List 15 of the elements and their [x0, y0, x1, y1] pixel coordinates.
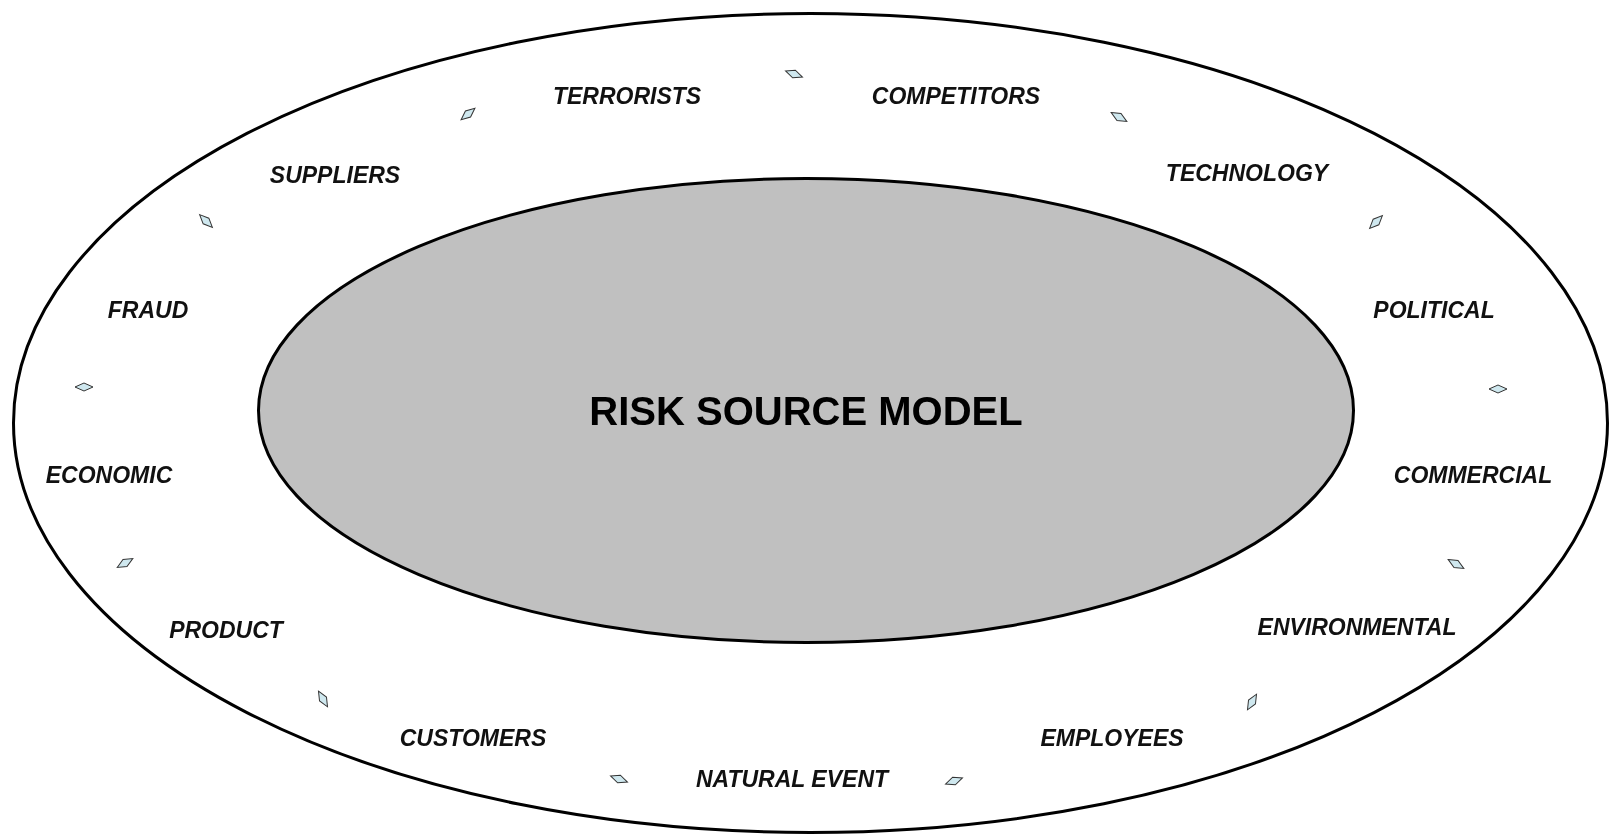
risk-category-label: ENVIRONMENTAL — [1257, 613, 1457, 641]
risk-category-label: TERRORISTS — [552, 82, 702, 110]
outer-ellipse — [12, 12, 1609, 834]
risk-category-label: CUSTOMERS — [399, 724, 547, 752]
risk-category-label: POLITICAL — [1373, 296, 1495, 324]
risk-category-label: EMPLOYEES — [1040, 724, 1184, 752]
risk-category-label: COMMERCIAL — [1393, 461, 1553, 489]
risk-category-label: ECONOMIC — [45, 461, 173, 489]
risk-category-label: FRAUD — [107, 296, 189, 324]
title-text: RISK SOURCE MODEL — [589, 388, 1023, 433]
risk-category-label: TECHNOLOGY — [1165, 159, 1329, 187]
risk-category-label: PRODUCT — [169, 616, 283, 644]
risk-category-label: SUPPLIERS — [269, 161, 401, 189]
risk-category-label: NATURAL EVENT — [695, 765, 889, 793]
risk-category-label: COMPETITORS — [871, 82, 1041, 110]
